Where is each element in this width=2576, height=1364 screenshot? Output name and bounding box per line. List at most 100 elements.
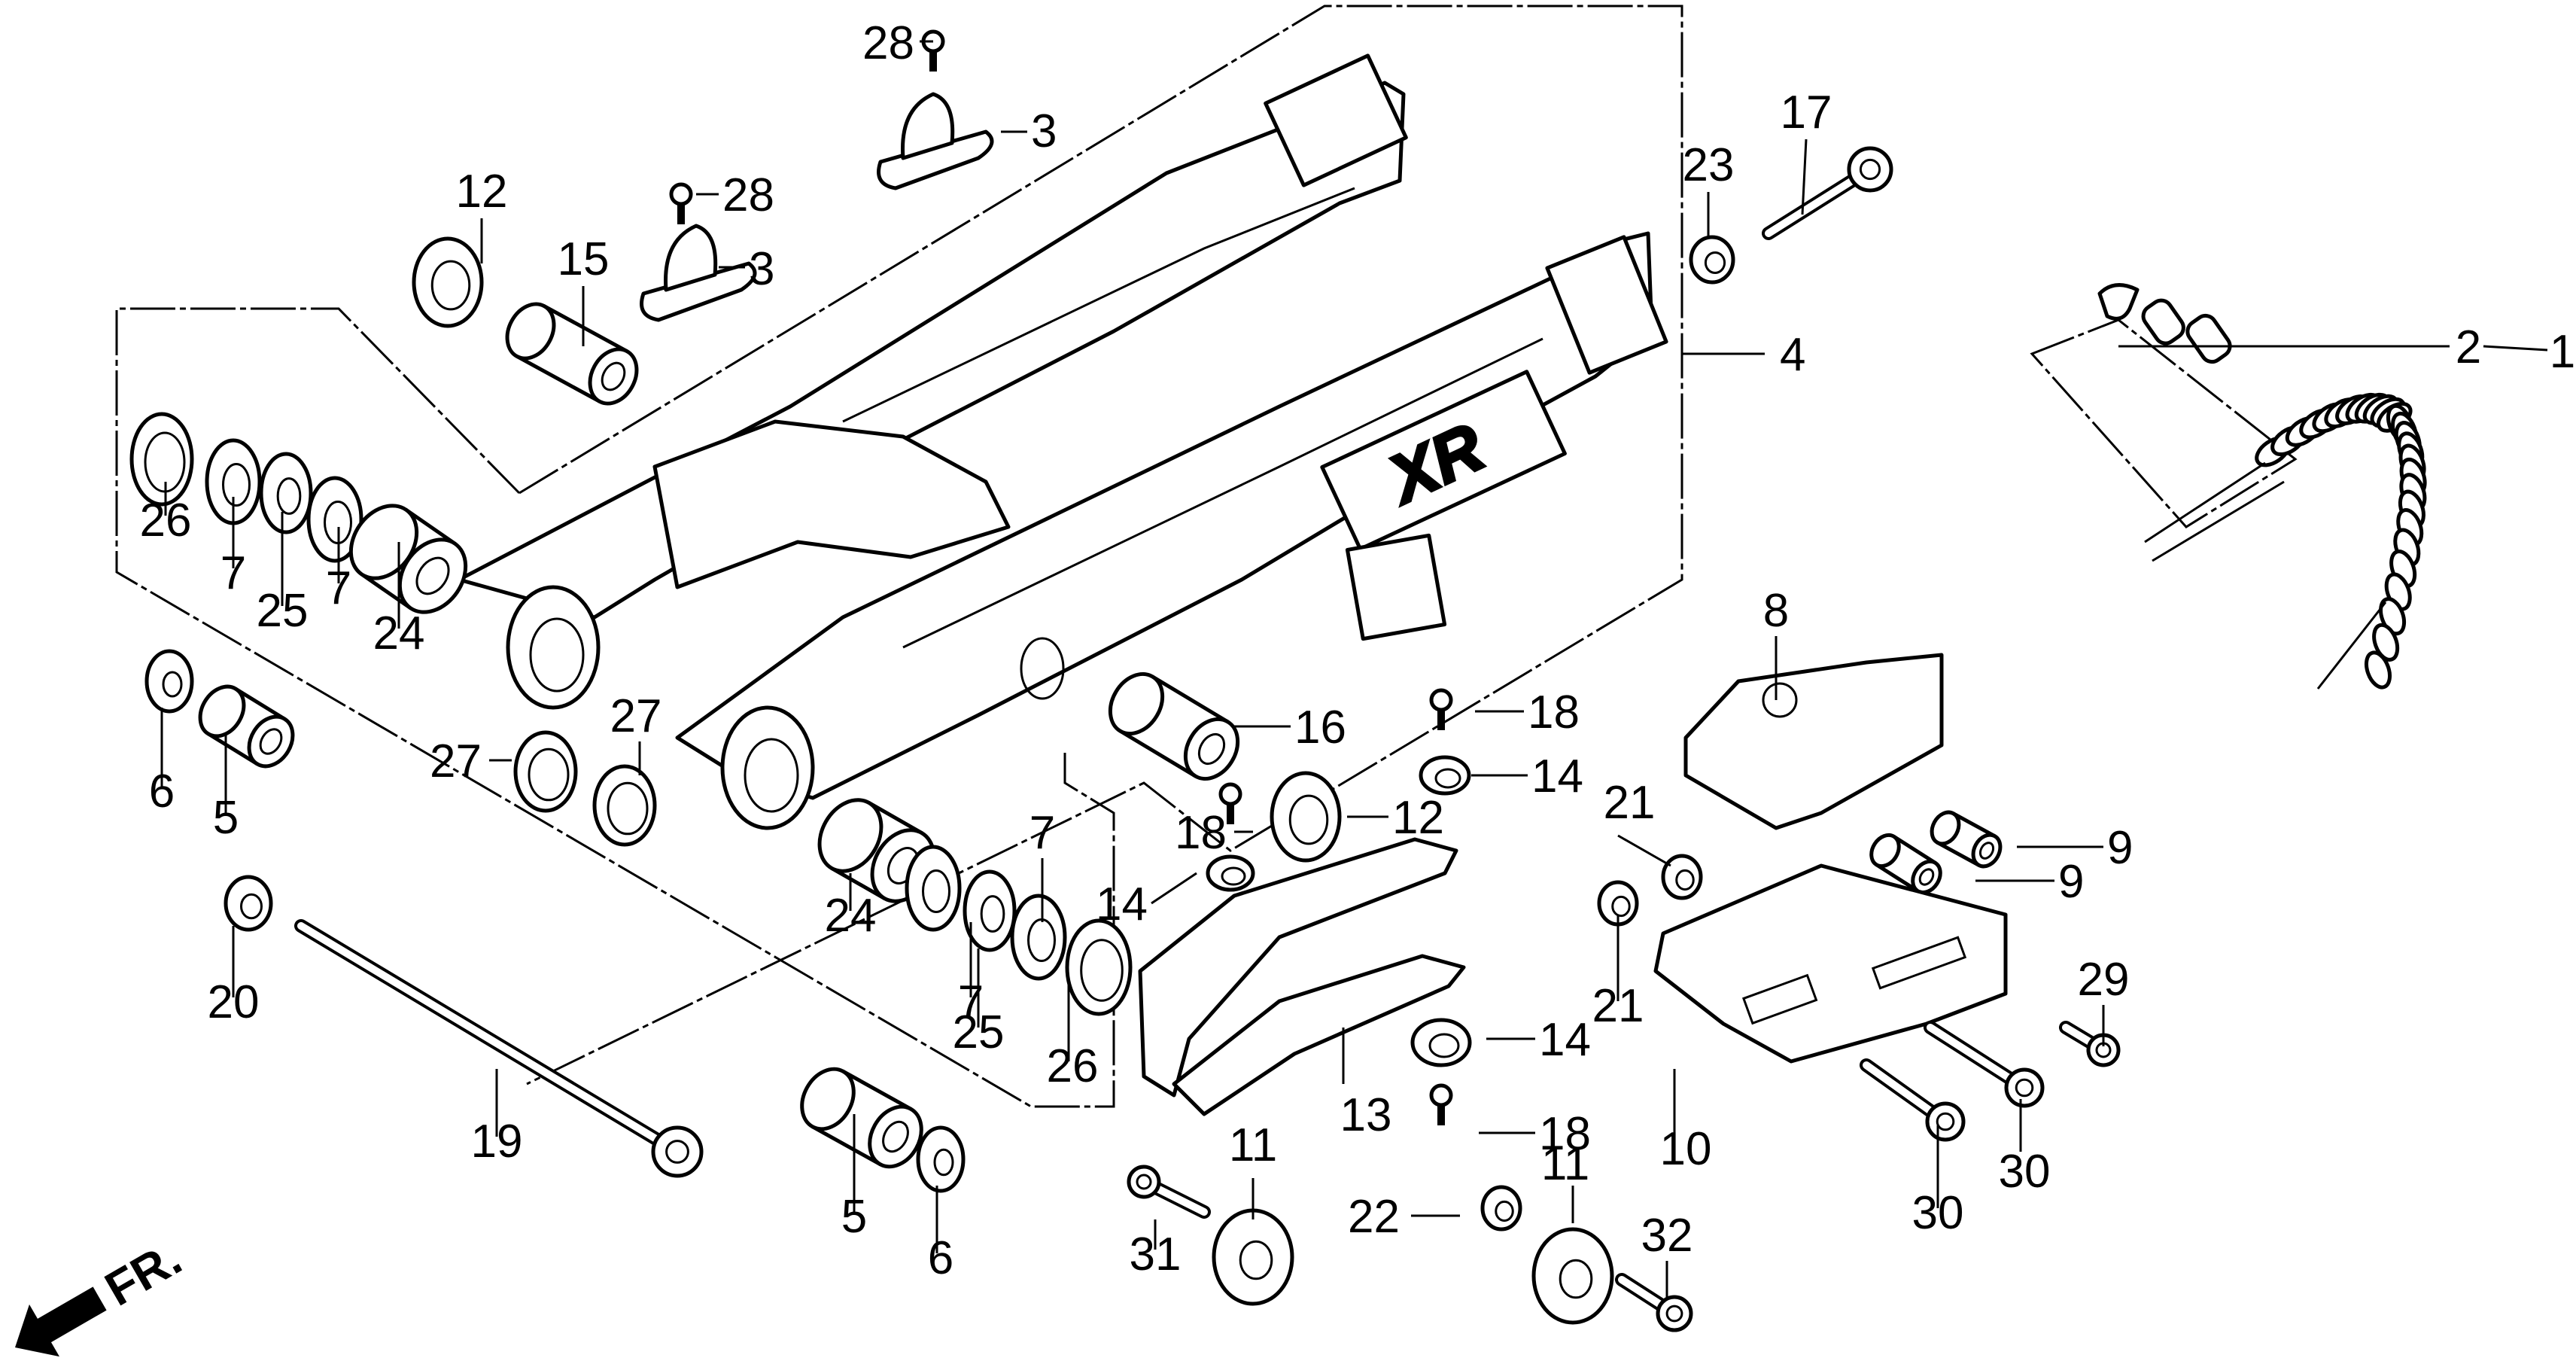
screw-28-lower — [669, 182, 693, 224]
swingarm-pivot-bore-right — [744, 738, 799, 813]
callout-14[interactable]: 14 — [1539, 1014, 1591, 1066]
callout-24[interactable]: 24 — [373, 607, 425, 659]
part-shape — [905, 845, 962, 932]
callout-10[interactable]: 10 — [1660, 1123, 1712, 1175]
part-shape — [1127, 1165, 1161, 1199]
callout-9[interactable]: 9 — [2107, 822, 2133, 874]
callout-5[interactable]: 5 — [213, 792, 239, 844]
callout-13[interactable]: 13 — [1340, 1089, 1392, 1141]
callout-26[interactable]: 26 — [1047, 1040, 1099, 1092]
callout-11[interactable]: 11 — [1229, 1119, 1277, 1171]
callout-15[interactable]: 15 — [558, 233, 610, 285]
callout-30[interactable]: 30 — [1999, 1146, 2051, 1198]
part-shape — [259, 452, 313, 534]
part-shape — [222, 463, 251, 507]
part-shape — [1270, 771, 1342, 863]
callout-12[interactable]: 12 — [456, 166, 508, 218]
callout-29[interactable]: 29 — [2078, 954, 2130, 1006]
dust-seal-27-b — [592, 764, 657, 847]
callout-21[interactable]: 21 — [1592, 980, 1644, 1032]
callout-4[interactable]: 4 — [1780, 329, 1805, 381]
callout-3[interactable]: 3 — [1031, 105, 1057, 157]
chain-ghost-line-3 — [2316, 601, 2387, 690]
callout-6[interactable]: 6 — [928, 1232, 953, 1284]
part-shape — [1683, 653, 1944, 830]
callout-21[interactable]: 21 — [1604, 777, 1656, 829]
oil-seal-26-right — [1065, 918, 1133, 1016]
swingarm-pivot-boss-right — [720, 705, 815, 830]
callout-31[interactable]: 31 — [1130, 1229, 1182, 1280]
roller-11-a — [1212, 1208, 1294, 1306]
callout-26[interactable]: 26 — [140, 495, 192, 547]
swingarm-pivot-boss-left — [506, 585, 601, 710]
callout-25[interactable]: 25 — [953, 1006, 1005, 1058]
part-shape — [247, 714, 295, 769]
swingarm: XR — [457, 53, 1668, 830]
callout-32[interactable]: 32 — [1641, 1210, 1693, 1262]
part-shape — [1704, 251, 1726, 274]
part-shape — [1675, 869, 1695, 891]
callout-16[interactable]: 16 — [1294, 702, 1346, 754]
callout-14[interactable]: 14 — [1531, 751, 1583, 802]
bushing-12-lower — [1270, 771, 1342, 863]
part-shape — [306, 476, 363, 563]
callout-23[interactable]: 23 — [1683, 139, 1735, 191]
callout-18[interactable]: 18 — [1539, 1108, 1591, 1160]
callout-11[interactable]: 11 — [1541, 1138, 1589, 1190]
callout-24[interactable]: 24 — [825, 890, 877, 942]
callout-25[interactable]: 25 — [257, 585, 309, 637]
part-shape — [1559, 1259, 1593, 1299]
chain-slider-upper-8 — [1683, 653, 1944, 830]
callout-2[interactable]: 2 — [2456, 321, 2481, 373]
guide-bolt-30-b — [1860, 1058, 1966, 1142]
swingarm-crossmember — [652, 419, 1011, 589]
part-shape — [1429, 688, 1453, 712]
callout-8[interactable]: 8 — [1763, 585, 1789, 637]
part-shape — [397, 537, 468, 614]
part-shape — [1656, 1295, 1693, 1332]
callout-19[interactable]: 19 — [471, 1116, 523, 1168]
callout-20[interactable]: 20 — [208, 976, 260, 1028]
callout-22[interactable]: 22 — [1348, 1191, 1400, 1243]
part-shape — [1065, 918, 1133, 1016]
part-shape — [259, 728, 283, 755]
part-shape — [1172, 954, 1466, 1116]
part-shape — [1611, 895, 1631, 918]
callout-30[interactable]: 30 — [1912, 1187, 1964, 1239]
part-shape — [2015, 1078, 2034, 1098]
callout-18[interactable]: 18 — [1528, 687, 1580, 738]
callout-27[interactable]: 27 — [610, 690, 662, 742]
front-arrow-icon — [15, 1286, 107, 1357]
needle-bearing-24-left — [348, 504, 468, 614]
callout-28[interactable]: 28 — [862, 17, 914, 69]
part-shape — [1138, 837, 1458, 1098]
part-shape — [1288, 794, 1329, 845]
callout-9[interactable]: 9 — [2058, 856, 2084, 908]
callout-6[interactable]: 6 — [149, 766, 175, 817]
callout-28[interactable]: 28 — [722, 169, 774, 221]
oil-seal-26-left — [129, 412, 194, 507]
bushing-12-upper — [412, 236, 484, 328]
callout-7[interactable]: 7 — [326, 562, 351, 614]
part-shape — [664, 224, 718, 292]
chain-link — [2372, 623, 2400, 662]
part-shape — [2004, 1067, 2045, 1108]
callout-17[interactable]: 17 — [1781, 87, 1832, 139]
callout-14[interactable]: 14 — [1096, 878, 1148, 930]
callout-3[interactable]: 3 — [749, 243, 774, 295]
callout-1[interactable]: 1 — [2550, 326, 2575, 378]
leader-line-14 — [1151, 872, 1197, 905]
guide-collar-9-a — [1930, 810, 2003, 869]
guide-collar-9-b — [1869, 833, 1942, 895]
part-shape — [640, 261, 757, 322]
callout-7[interactable]: 7 — [958, 976, 984, 1028]
callout-27[interactable]: 27 — [430, 735, 482, 787]
part-shape — [513, 730, 578, 813]
drive-chain — [2255, 392, 2427, 690]
callout-5[interactable]: 5 — [841, 1191, 867, 1243]
callout-7[interactable]: 7 — [1029, 807, 1055, 859]
callout-12[interactable]: 12 — [1392, 792, 1444, 844]
callout-18[interactable]: 18 — [1175, 807, 1227, 859]
callout-7[interactable]: 7 — [220, 547, 246, 599]
